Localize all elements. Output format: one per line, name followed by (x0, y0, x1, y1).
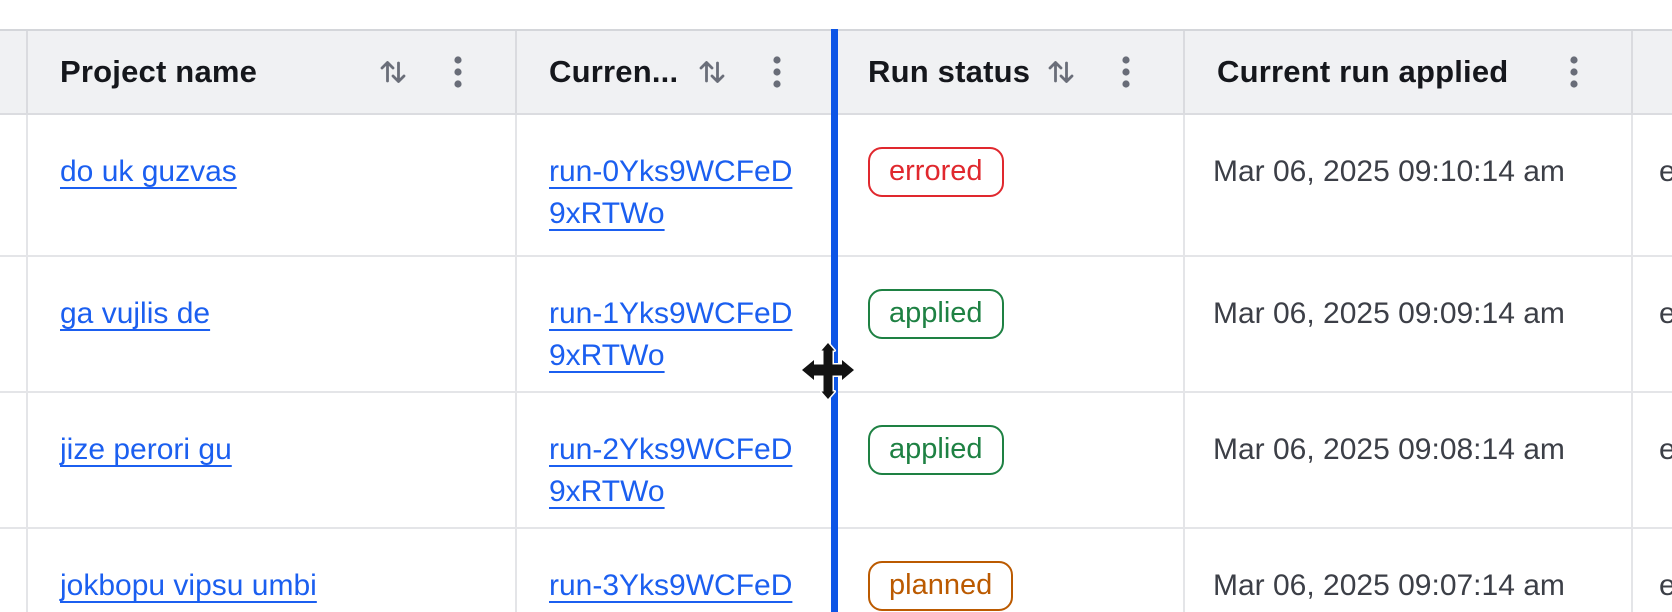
column-label: Current run applied (1217, 54, 1509, 89)
clipped-cell: e (1633, 529, 1672, 612)
current-run-applied-cell: Mar 06, 2025 09:09:14 am (1185, 257, 1633, 391)
timestamp: Mar 06, 2025 09:07:14 am (1213, 569, 1565, 602)
column-label: Project name (60, 54, 258, 89)
project-link[interactable]: jize perori gu (60, 433, 232, 466)
clipped-cell-text: e (1659, 569, 1672, 602)
current-run-applied-cell: Mar 06, 2025 09:07:14 am (1185, 529, 1633, 612)
column-header-run-status[interactable]: Run status (836, 31, 1185, 113)
clipped-cell-text: e (1659, 433, 1672, 466)
clipped-cell: e (1633, 393, 1672, 527)
current-run-cell: run-2Yks9WCFeD9xRTWo (517, 393, 836, 527)
project-link[interactable]: do uk guzvas (60, 155, 237, 188)
sort-icon[interactable] (1047, 57, 1075, 87)
timestamp: Mar 06, 2025 09:08:14 am (1213, 433, 1565, 466)
project-name-cell: do uk guzvas (28, 115, 517, 255)
run-status-cell: applied (836, 393, 1185, 527)
run-link[interactable]: run-1Yks9WCFeD9xRTWo (549, 297, 793, 372)
sort-icon[interactable] (379, 57, 407, 87)
run-link[interactable]: run-2Yks9WCFeD9xRTWo (549, 433, 793, 508)
sort-icon[interactable] (698, 57, 726, 87)
project-name-cell: jokbopu vipsu umbi (28, 529, 517, 612)
run-status-cell: errored (836, 115, 1185, 255)
row-spacer-cell (0, 393, 28, 527)
clipped-cell-text: e (1659, 155, 1672, 188)
current-run-cell: run-0Yks9WCFeD9xRTWo (517, 115, 836, 255)
project-name-cell: ga vujlis de (28, 257, 517, 391)
header-spacer-cell (0, 31, 28, 113)
row-spacer-cell (0, 115, 28, 255)
column-header-clipped[interactable]: V (1633, 31, 1672, 113)
timestamp: Mar 06, 2025 09:10:14 am (1213, 155, 1565, 188)
column-label: Curren... (549, 54, 679, 89)
row-spacer-cell (0, 529, 28, 612)
run-status-badge: errored (868, 147, 1004, 197)
column-menu-icon[interactable] (1121, 55, 1131, 89)
project-link[interactable]: jokbopu vipsu umbi (60, 569, 317, 602)
column-menu-icon[interactable] (1569, 55, 1579, 89)
column-menu-icon[interactable] (772, 55, 782, 89)
column-label: Run status (868, 54, 1031, 89)
clipped-cell-text: e (1659, 297, 1672, 330)
column-resize-indicator[interactable] (831, 29, 838, 612)
run-status-cell: applied (836, 257, 1185, 391)
column-header-project-name[interactable]: Project name (28, 31, 517, 113)
run-status-badge: applied (868, 425, 1004, 475)
current-run-applied-cell: Mar 06, 2025 09:08:14 am (1185, 393, 1633, 527)
row-spacer-cell (0, 257, 28, 391)
run-link[interactable]: run-0Yks9WCFeD9xRTWo (549, 155, 793, 230)
run-status-cell: planned (836, 529, 1185, 612)
clipped-cell: e (1633, 115, 1672, 255)
project-link[interactable]: ga vujlis de (60, 297, 211, 330)
project-name-cell: jize perori gu (28, 393, 517, 527)
current-run-applied-cell: Mar 06, 2025 09:10:14 am (1185, 115, 1633, 255)
clipped-cell: e (1633, 257, 1672, 391)
column-menu-icon[interactable] (453, 55, 463, 89)
column-header-current-run-applied[interactable]: Current run applied (1185, 31, 1633, 113)
current-run-cell: run-1Yks9WCFeD9xRTWo (517, 257, 836, 391)
current-run-cell: run-3Yks9WCFeD9xRTWo (517, 529, 836, 612)
run-status-badge: planned (868, 561, 1014, 611)
run-link[interactable]: run-3Yks9WCFeD9xRTWo (549, 569, 793, 612)
run-status-badge: applied (868, 289, 1004, 339)
timestamp: Mar 06, 2025 09:09:14 am (1213, 297, 1565, 330)
column-header-current-run[interactable]: Curren... (517, 31, 836, 113)
